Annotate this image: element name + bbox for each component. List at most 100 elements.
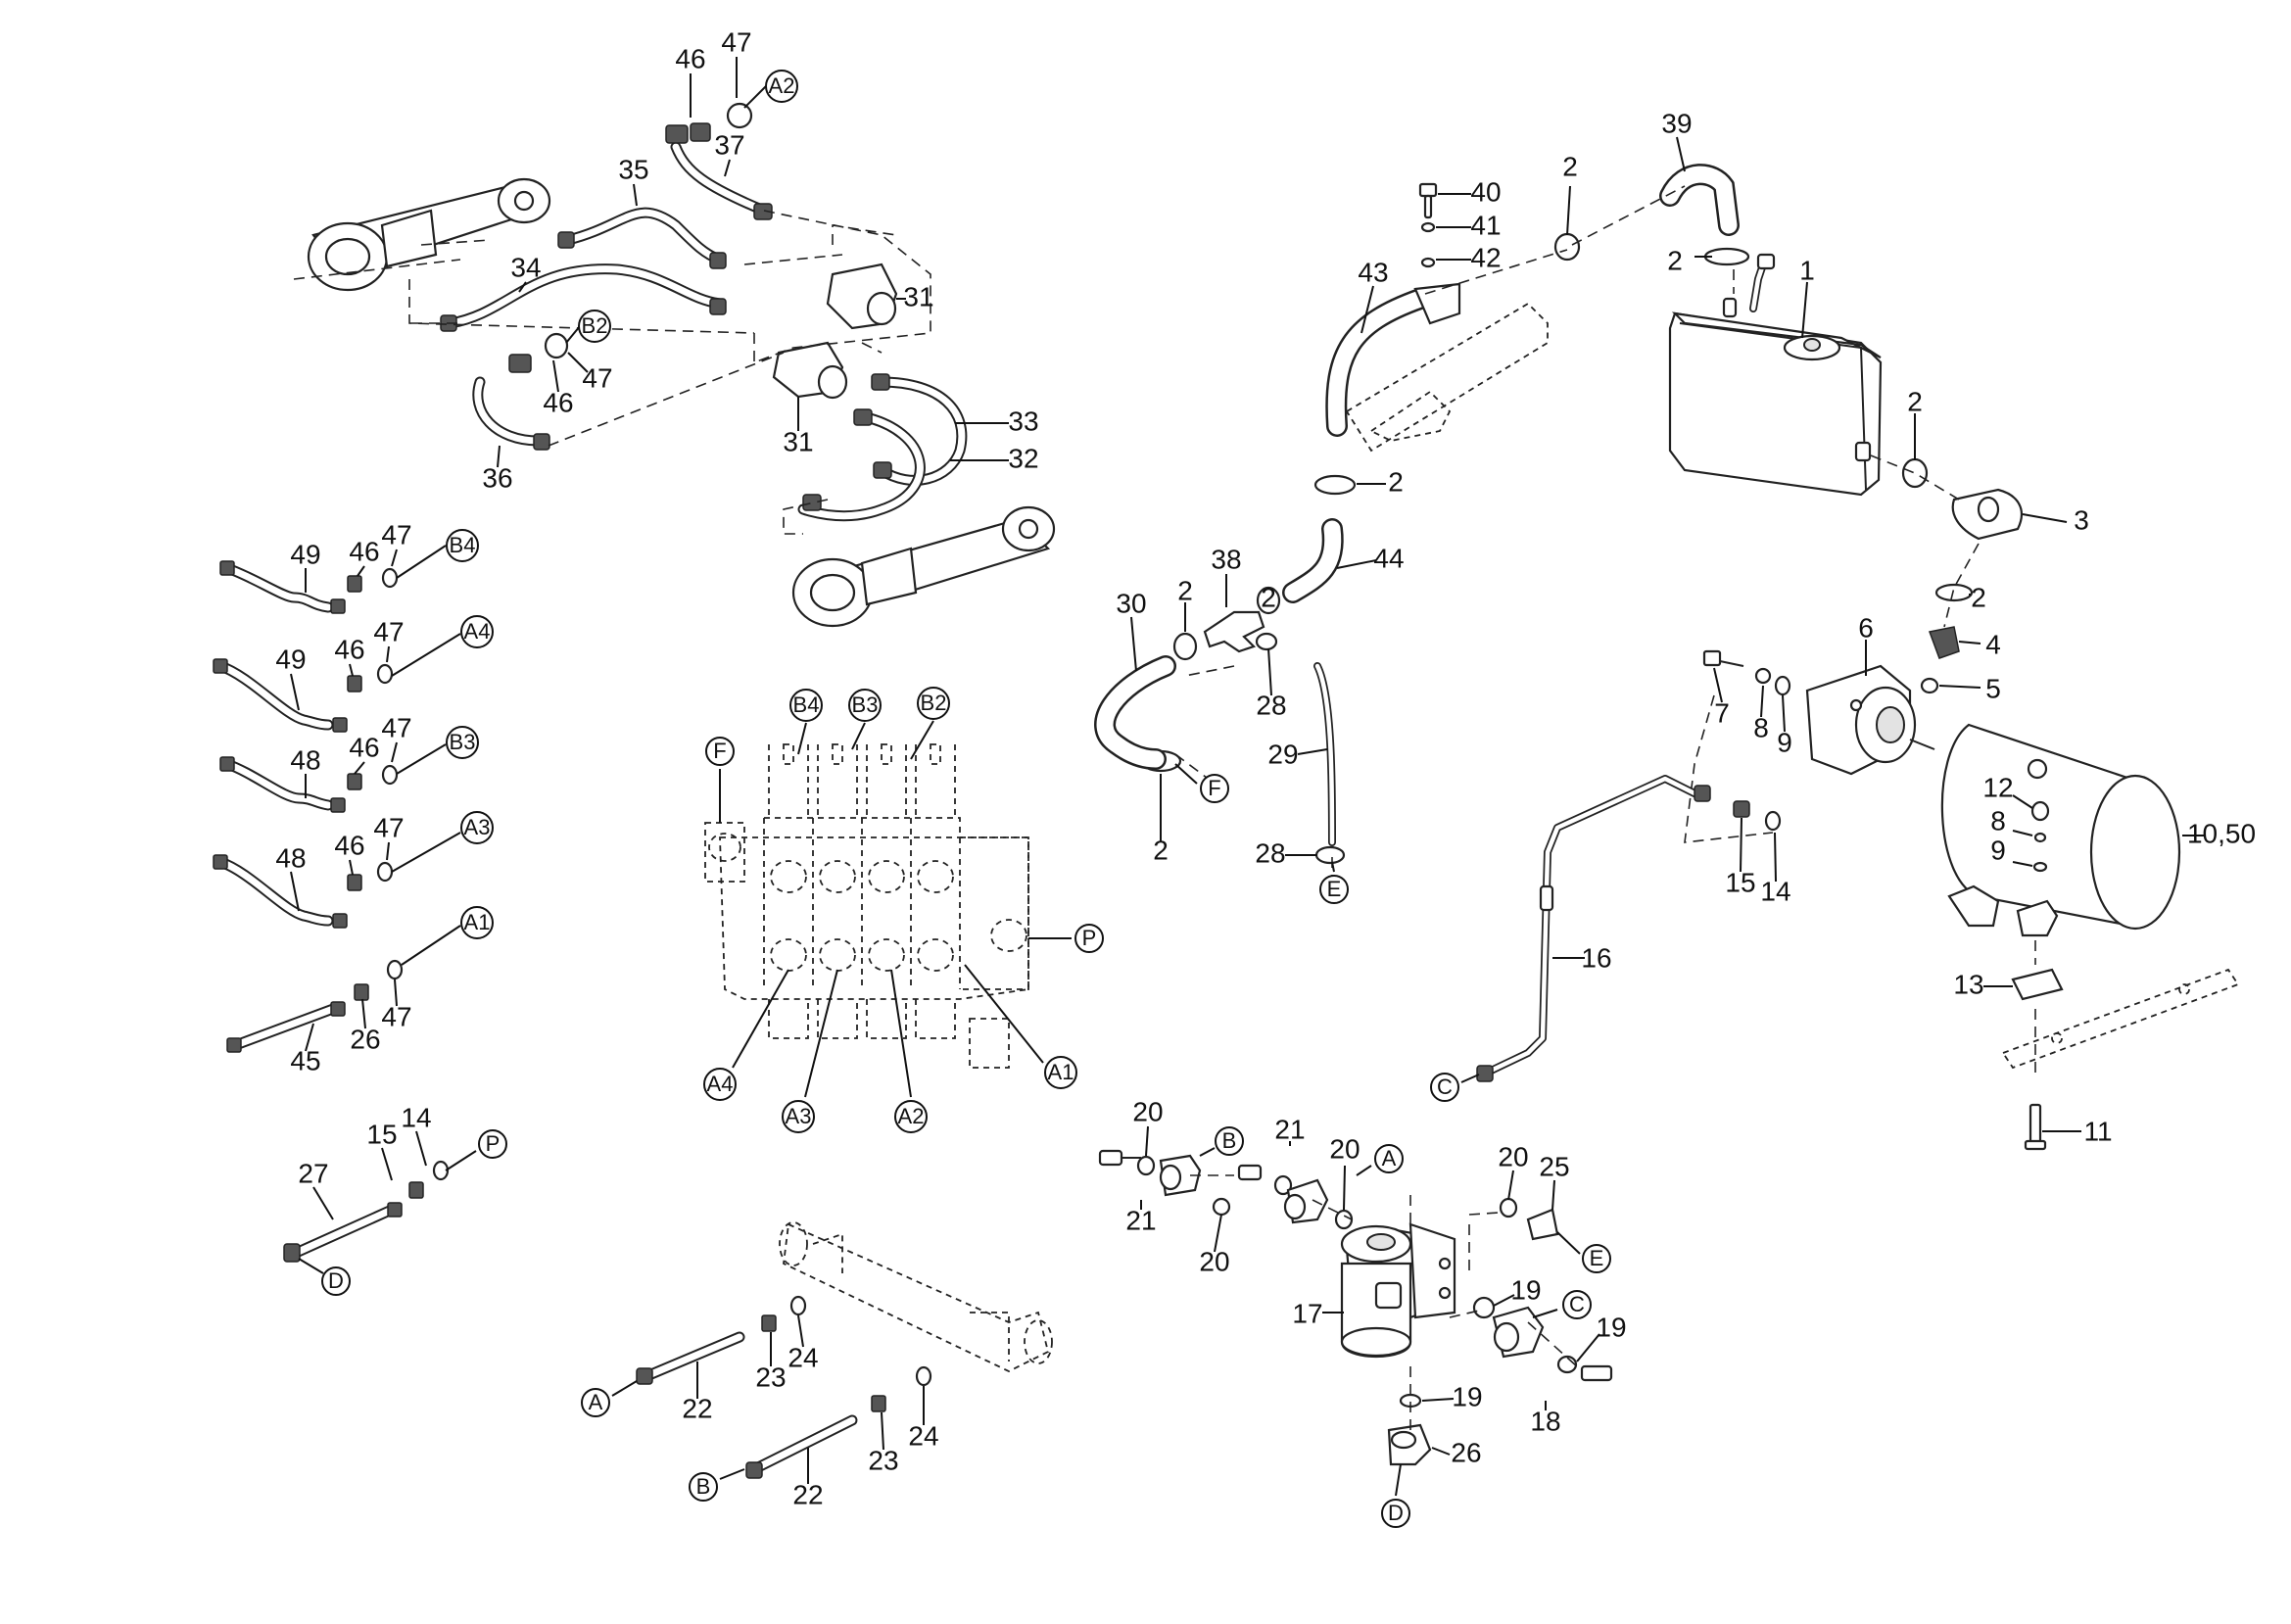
part-number-label: 46: [349, 536, 379, 566]
connection-tag-circle: [765, 70, 798, 103]
part-leader-line: [1431, 1447, 1451, 1456]
part-leader-line: [2012, 794, 2033, 809]
connection-tag-circle: [478, 1129, 507, 1159]
part-leader-line: [1493, 1294, 1515, 1307]
connection-tag-circle: [894, 1100, 928, 1133]
part-number-label: 15: [1725, 867, 1755, 897]
connection-tag: D: [321, 1266, 351, 1296]
connection-tag-label: C: [1437, 1075, 1453, 1099]
part-leader-line: [633, 183, 638, 207]
elbow-3: [1951, 488, 2024, 541]
leader-lines: [290, 57, 2204, 1497]
part-number-label: 13: [1953, 969, 1983, 999]
part-number-label: 31: [783, 426, 813, 456]
part-leader-line: [357, 565, 365, 577]
part-number-label: 8: [1753, 712, 1769, 742]
part-number-label: 20: [1199, 1246, 1229, 1276]
connection-tag-label: A3: [464, 815, 491, 839]
connection-tag-label: F: [713, 739, 726, 763]
connection-tag-circle: [578, 310, 611, 343]
connection-tag-label: A: [589, 1390, 603, 1414]
connection-tag-circle: [703, 1068, 737, 1101]
connection-leader-line: [1556, 1231, 1581, 1255]
part-number-label: 19: [1510, 1274, 1541, 1305]
part-number-label: 43: [1358, 257, 1388, 287]
left-hose-assemblies: [213, 560, 450, 1263]
steering-fittings: [1098, 1149, 1613, 1466]
part-leader-line: [797, 1314, 804, 1348]
upper-hoses: [440, 102, 773, 451]
part-number-label: 31: [903, 281, 933, 311]
part-number-label: 2: [1971, 582, 1986, 612]
part-number-label: 2: [1177, 575, 1193, 605]
part-number-label: 5: [1985, 673, 2001, 703]
part-number-label: 21: [1125, 1205, 1156, 1235]
part-number-label: 28: [1255, 837, 1285, 868]
connection-tag-label: A1: [1048, 1060, 1074, 1084]
tube-39: [1659, 164, 1740, 236]
part-number-label: 42: [1470, 242, 1501, 272]
part-leader-line: [1782, 694, 1786, 733]
connection-tag-label: A2: [769, 73, 795, 98]
connection-leader-line: [1356, 1165, 1372, 1176]
connection-tag: F: [705, 737, 735, 766]
tank-dash: [1174, 185, 1980, 877]
part-number-label: 22: [682, 1393, 712, 1423]
part-number-label: 14: [1760, 876, 1790, 906]
part-number-label: 2: [1153, 835, 1169, 865]
steering-dash: [1190, 1174, 1578, 1430]
part-leader-line: [552, 359, 559, 393]
connection-tag-label: E: [1590, 1246, 1604, 1270]
connection-tag-circle: [1200, 774, 1229, 803]
part-leader-line: [1576, 1333, 1600, 1362]
connection-tag: E: [1582, 1244, 1611, 1273]
connection-tag-circle: [782, 1100, 815, 1133]
connection-tag: D: [1381, 1499, 1410, 1528]
part-number-label: 48: [290, 744, 320, 775]
connection-tag-circle: [581, 1388, 610, 1417]
connection-tag-label: B3: [450, 730, 476, 754]
part-number-label: 35: [618, 154, 648, 184]
connection-tag-label: B2: [582, 313, 608, 338]
part-number-label: 9: [1777, 727, 1792, 757]
part-number-label: 26: [350, 1024, 380, 1054]
connection-tag-label: A1: [464, 910, 491, 934]
connection-tag-circle: [460, 615, 494, 648]
part-number-label: 40: [1470, 176, 1501, 207]
connection-tag: A: [581, 1388, 610, 1417]
part-number-label: 36: [482, 462, 512, 493]
part-number-label: 25: [1539, 1151, 1569, 1181]
hydraulic-pump: [1805, 664, 1935, 776]
upper-frame-dash: [408, 210, 931, 535]
tee-fittings-31: [772, 263, 898, 400]
part-number-label: 49: [275, 644, 306, 674]
part-leader-line: [881, 1411, 884, 1451]
connection-leader-line: [1174, 763, 1198, 785]
bolts-40-42: [1418, 182, 1438, 268]
connection-leader-line: [565, 325, 581, 344]
part-number-label: 3: [2074, 504, 2089, 535]
part-leader-line: [386, 645, 390, 663]
part-leader-line: [724, 159, 731, 177]
connection-leader-line: [910, 720, 934, 760]
part-number-label: 11: [2083, 1116, 2112, 1146]
part-number-label: 6: [1858, 612, 1874, 643]
part-leader-line: [290, 673, 300, 711]
part-leader-line: [1145, 1125, 1149, 1157]
part-number-label: 7: [1714, 697, 1730, 728]
connection-leader-line: [445, 1150, 477, 1171]
part-number-label: 45: [290, 1045, 320, 1075]
upper-cylinder: [293, 177, 551, 292]
connection-leader-line: [396, 545, 447, 579]
part-number-label: 39: [1661, 108, 1692, 138]
connection-leader-line: [890, 969, 912, 1098]
part-number-label: 23: [868, 1445, 898, 1475]
part-number-label: 2: [1907, 386, 1923, 416]
connection-leader-line: [1199, 1147, 1216, 1157]
part-number-label: 46: [334, 830, 364, 860]
connection-leader-line: [1460, 1074, 1480, 1083]
connection-tag-circle: [460, 906, 494, 939]
connection-tag: E: [1319, 875, 1349, 904]
part-leader-line: [1938, 685, 1981, 689]
part-leader-line: [381, 1147, 393, 1181]
